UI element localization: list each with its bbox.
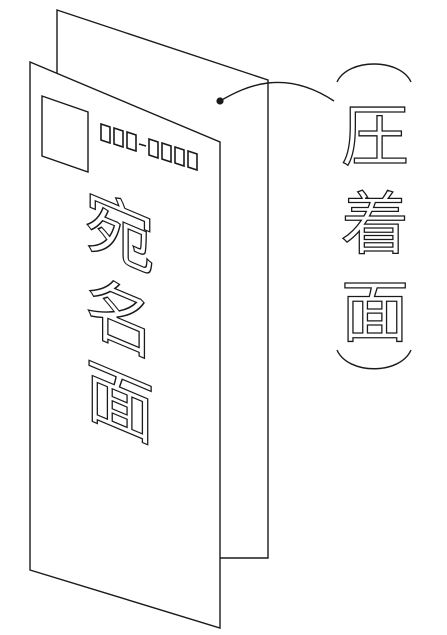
annotation-label: 圧 着 面 — [340, 97, 409, 353]
postal-box — [174, 145, 185, 168]
annotation-bracket-bottom — [336, 349, 412, 370]
annotation-char-2: 着 — [341, 186, 409, 265]
postal-dash — [138, 143, 147, 147]
front-panel — [29, 60, 221, 629]
annotation-char-1: 圧 — [341, 98, 409, 177]
postal-box — [126, 130, 137, 153]
annotation-char-3: 面 — [341, 274, 409, 353]
annotation-bracket-top — [336, 63, 412, 83]
postal-box — [113, 126, 124, 149]
postal-box — [100, 122, 111, 145]
postal-box — [161, 141, 172, 164]
postal-box — [187, 149, 198, 172]
postal-code-boxes — [100, 122, 198, 172]
front-panel-label: 宛 名 面 — [84, 178, 155, 460]
postal-box — [148, 137, 159, 160]
leader-line — [219, 81, 335, 102]
stamp-box — [41, 95, 89, 173]
